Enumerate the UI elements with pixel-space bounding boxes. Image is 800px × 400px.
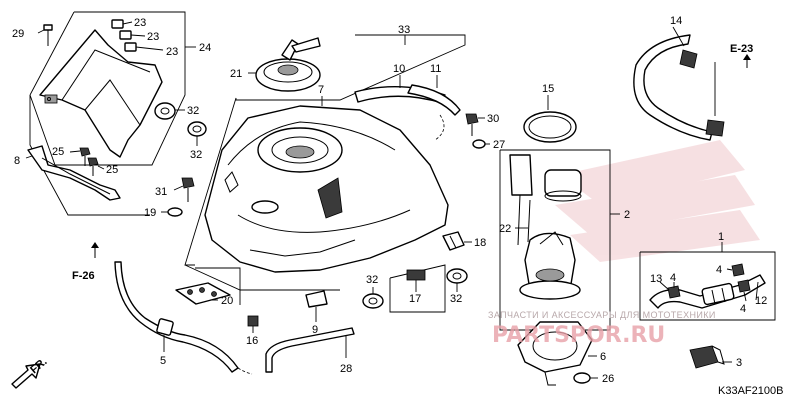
- part-2-fuel-pump: [509, 154, 582, 300]
- ref-e23-arrow: E-23: [730, 43, 753, 68]
- label-5: 5: [160, 355, 166, 367]
- frame-cover-left: [29, 11, 75, 96]
- frame-harness: [29, 95, 150, 216]
- part-20-bracket: [175, 282, 231, 305]
- label-14: 14: [670, 15, 682, 27]
- part-29-bolt: [37, 24, 53, 46]
- part-3-connector: [689, 345, 732, 369]
- label-13: 13: [650, 273, 662, 285]
- part-15-seal-ring: [523, 95, 577, 143]
- label-26: 26: [602, 373, 614, 385]
- label-4-b: 4: [716, 264, 722, 276]
- ref-f26-arrow: F-26: [72, 242, 99, 282]
- label-24: 24: [199, 42, 211, 54]
- part-31-bolt: [173, 177, 195, 202]
- part-number-labels: 29 23 23 23 24 33 21 10 11 14 7 15 32 32…: [12, 15, 767, 385]
- label-3: 3: [736, 357, 742, 369]
- part-27-washer: [472, 139, 490, 149]
- label-6: 6: [600, 351, 606, 363]
- fr-direction-arrow: FR.: [11, 356, 50, 389]
- part-6-gasket: [517, 321, 597, 386]
- watermark-site: PARTSPOR.RU: [492, 323, 665, 348]
- part-24-tank-cover: [39, 29, 163, 158]
- ref-f26-label: F-26: [72, 270, 95, 282]
- label-11: 11: [430, 63, 441, 75]
- part-16-pad: [247, 315, 259, 333]
- label-4-a: 4: [670, 272, 676, 284]
- label-23-b: 23: [147, 31, 159, 43]
- part-18-clip: [442, 231, 472, 251]
- label-16: 16: [246, 335, 258, 347]
- part-5-drain-tube: [114, 261, 253, 375]
- label-32-a: 32: [187, 105, 199, 117]
- label-19: 19: [144, 207, 156, 219]
- label-25-a: 25: [52, 146, 64, 158]
- watermark-wing-logo: [555, 140, 760, 262]
- label-7: 7: [318, 84, 324, 96]
- frame-pump: [499, 149, 611, 331]
- frame-20: [195, 267, 241, 305]
- part-28-breather-tube: [265, 327, 355, 373]
- frame-cover-assembly: [74, 11, 186, 30]
- label-17: 17: [409, 293, 421, 305]
- part-23-clips: [111, 19, 164, 52]
- label-9: 9: [312, 324, 318, 336]
- part-30-bolt: [465, 113, 485, 136]
- part-21-fuel-cap: [248, 37, 321, 92]
- label-4-c: 4: [740, 303, 746, 315]
- part-32-grommets-lower: [362, 268, 468, 309]
- label-30: 30: [487, 113, 499, 125]
- diagram-code: K33AF2100B: [718, 385, 783, 397]
- label-2: 2: [624, 209, 630, 221]
- part-26-grommet: [573, 372, 598, 384]
- frame-filter: [639, 251, 776, 321]
- label-32-c: 32: [366, 274, 378, 286]
- label-28: 28: [340, 363, 352, 375]
- label-32-d: 32: [450, 293, 462, 305]
- label-23-a: 23: [134, 17, 146, 29]
- label-12: 12: [755, 295, 767, 307]
- frame-tank: [184, 34, 466, 266]
- part-9-pad: [305, 290, 328, 322]
- label-8: 8: [14, 155, 20, 167]
- part-14-hose: [633, 26, 725, 141]
- label-25-b: 25: [106, 164, 118, 176]
- label-23-c: 23: [166, 46, 178, 58]
- label-27: 27: [493, 139, 505, 151]
- part-25-screws: [69, 147, 105, 176]
- label-22: 22: [499, 223, 511, 235]
- label-31: 31: [155, 186, 167, 198]
- part-17-pad: [406, 269, 426, 292]
- part-19-washer: [161, 207, 183, 217]
- frame-17: [389, 264, 446, 313]
- label-32-b: 32: [190, 149, 202, 161]
- part-10-11-pads: [354, 35, 461, 141]
- frame-cover-right: [29, 30, 186, 166]
- label-15: 15: [542, 83, 554, 95]
- part-1-filter-assembly: [649, 263, 766, 309]
- label-20: 20: [221, 295, 233, 307]
- ref-e23-label: E-23: [730, 43, 753, 55]
- label-21: 21: [230, 68, 242, 80]
- part-32-grommets: [154, 102, 207, 146]
- label-1: 1: [718, 231, 724, 243]
- part-8-harness: [25, 145, 121, 201]
- watermark-tagline: ЗАПЧАСТИ И АКСЕССУАРЫ ДЛЯ МОТОТЕХНИКИ: [488, 310, 716, 320]
- label-18: 18: [474, 237, 486, 249]
- label-29: 29: [12, 28, 24, 40]
- label-10: 10: [393, 63, 405, 75]
- label-33: 33: [398, 24, 410, 36]
- part-7-fuel-tank: [204, 96, 449, 273]
